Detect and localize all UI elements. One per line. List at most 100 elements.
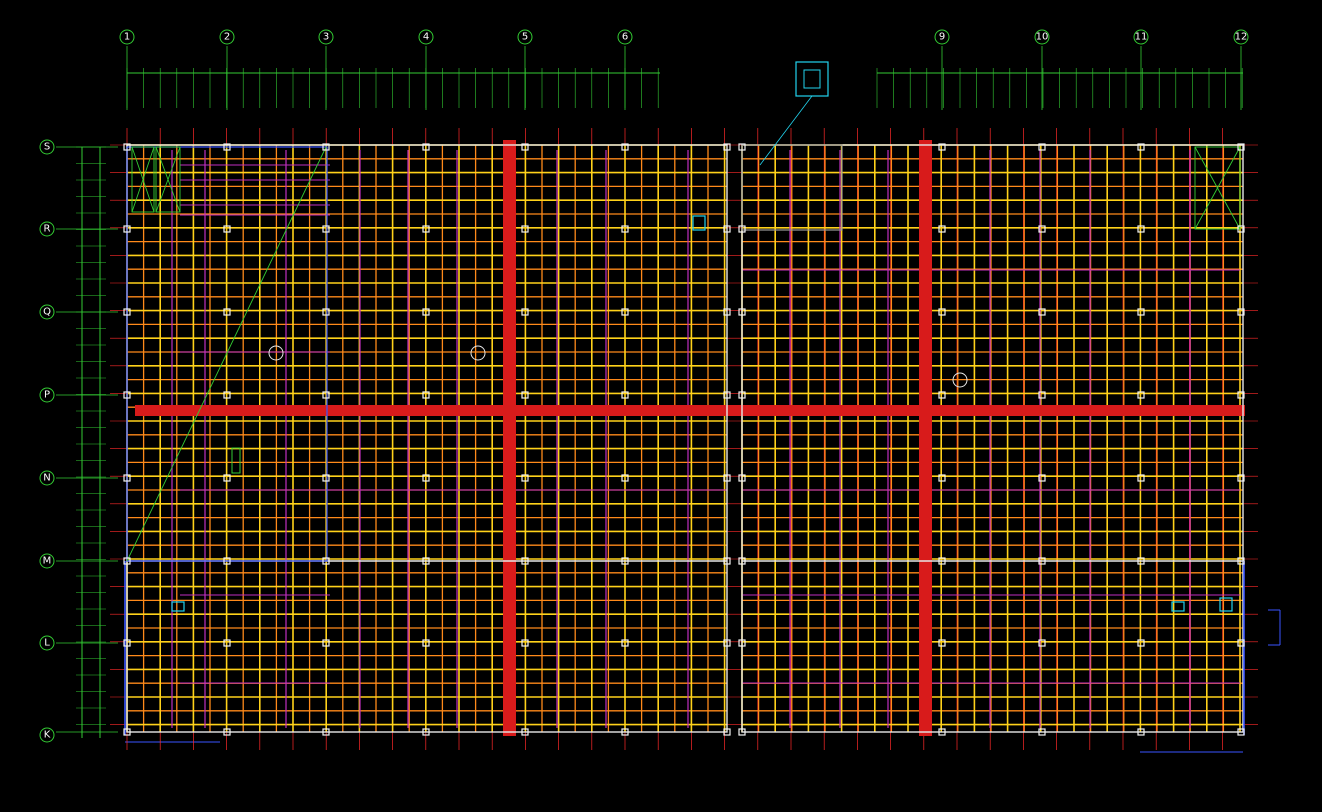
column <box>123 225 131 233</box>
equipment-marker <box>1171 601 1185 612</box>
column <box>422 143 430 151</box>
column <box>938 728 946 736</box>
post-tension-band-vertical-left <box>503 140 516 736</box>
row-axis-Q-circle <box>39 304 55 320</box>
section-marker-icon <box>470 345 486 361</box>
column <box>422 391 430 399</box>
column <box>521 143 529 151</box>
column <box>1237 639 1245 647</box>
column <box>322 308 330 316</box>
column <box>938 557 946 565</box>
post-tension-band-vertical-right <box>919 140 932 736</box>
column <box>223 639 231 647</box>
column-axis-5: 5 <box>522 32 528 43</box>
row-axis-M-circle <box>39 553 55 569</box>
column <box>223 557 231 565</box>
core-zone-boundary <box>126 146 328 562</box>
column-axis-6: 6 <box>622 32 628 43</box>
column <box>1038 308 1046 316</box>
column <box>322 728 330 736</box>
column-axis-12: 12 <box>1235 32 1248 43</box>
column <box>1137 225 1145 233</box>
opening-box <box>1194 146 1241 230</box>
column <box>1038 557 1046 565</box>
column-axis-6-circle <box>617 29 633 45</box>
column <box>322 557 330 565</box>
column-axis-1-circle <box>119 29 135 45</box>
column-axis-1: 1 <box>124 32 130 43</box>
diagonal-reference-line <box>126 146 327 562</box>
column <box>738 225 746 233</box>
column-axis-2: 2 <box>224 32 230 43</box>
column <box>1137 308 1145 316</box>
column <box>738 557 746 565</box>
column <box>1237 143 1245 151</box>
column-axis-4: 4 <box>423 32 429 43</box>
column <box>621 143 629 151</box>
column <box>1237 728 1245 736</box>
column <box>1137 474 1145 482</box>
column <box>223 143 231 151</box>
column <box>723 308 731 316</box>
column <box>938 308 946 316</box>
stair-zone <box>741 144 843 231</box>
column <box>322 639 330 647</box>
columns <box>123 143 1245 736</box>
column <box>1038 391 1046 399</box>
column-detail-inner <box>803 69 821 89</box>
column <box>521 639 529 647</box>
column <box>1137 143 1145 151</box>
column <box>223 225 231 233</box>
detail-annotations <box>171 61 1281 646</box>
row-axis-S: S <box>44 142 50 153</box>
column <box>223 308 231 316</box>
column <box>1237 308 1245 316</box>
section-marker-icon <box>268 345 284 361</box>
shaft-marker <box>231 447 241 474</box>
opening-box <box>155 146 181 213</box>
column <box>723 557 731 565</box>
column <box>123 474 131 482</box>
column <box>422 474 430 482</box>
column <box>938 225 946 233</box>
column <box>938 474 946 482</box>
opening-box <box>131 146 155 213</box>
column <box>123 639 131 647</box>
row-axis-L-circle <box>39 635 55 651</box>
row-axis-P: P <box>44 390 50 401</box>
column <box>322 391 330 399</box>
column <box>723 639 731 647</box>
column-axis-9: 9 <box>939 32 945 43</box>
column <box>223 728 231 736</box>
row-axis-R-circle <box>39 221 55 237</box>
column-axis-11: 11 <box>1135 32 1148 43</box>
column <box>621 225 629 233</box>
column <box>322 143 330 151</box>
column-axis-3: 3 <box>323 32 329 43</box>
column <box>723 728 731 736</box>
column <box>1237 391 1245 399</box>
column <box>738 474 746 482</box>
column <box>1237 474 1245 482</box>
row-axis-K-circle <box>39 727 55 743</box>
row-axis-N: N <box>43 473 50 484</box>
row-axis-P-circle <box>39 387 55 403</box>
column <box>738 143 746 151</box>
column <box>123 143 131 151</box>
opening-marker <box>692 215 706 231</box>
column <box>123 557 131 565</box>
column <box>1038 728 1046 736</box>
column <box>723 474 731 482</box>
column <box>521 391 529 399</box>
column <box>422 225 430 233</box>
column <box>938 639 946 647</box>
column <box>1237 557 1245 565</box>
row-axis-M: M <box>43 556 52 567</box>
row-axis-S-circle <box>39 139 55 155</box>
column <box>123 308 131 316</box>
column <box>521 728 529 736</box>
column <box>422 728 430 736</box>
column <box>738 728 746 736</box>
column <box>322 225 330 233</box>
